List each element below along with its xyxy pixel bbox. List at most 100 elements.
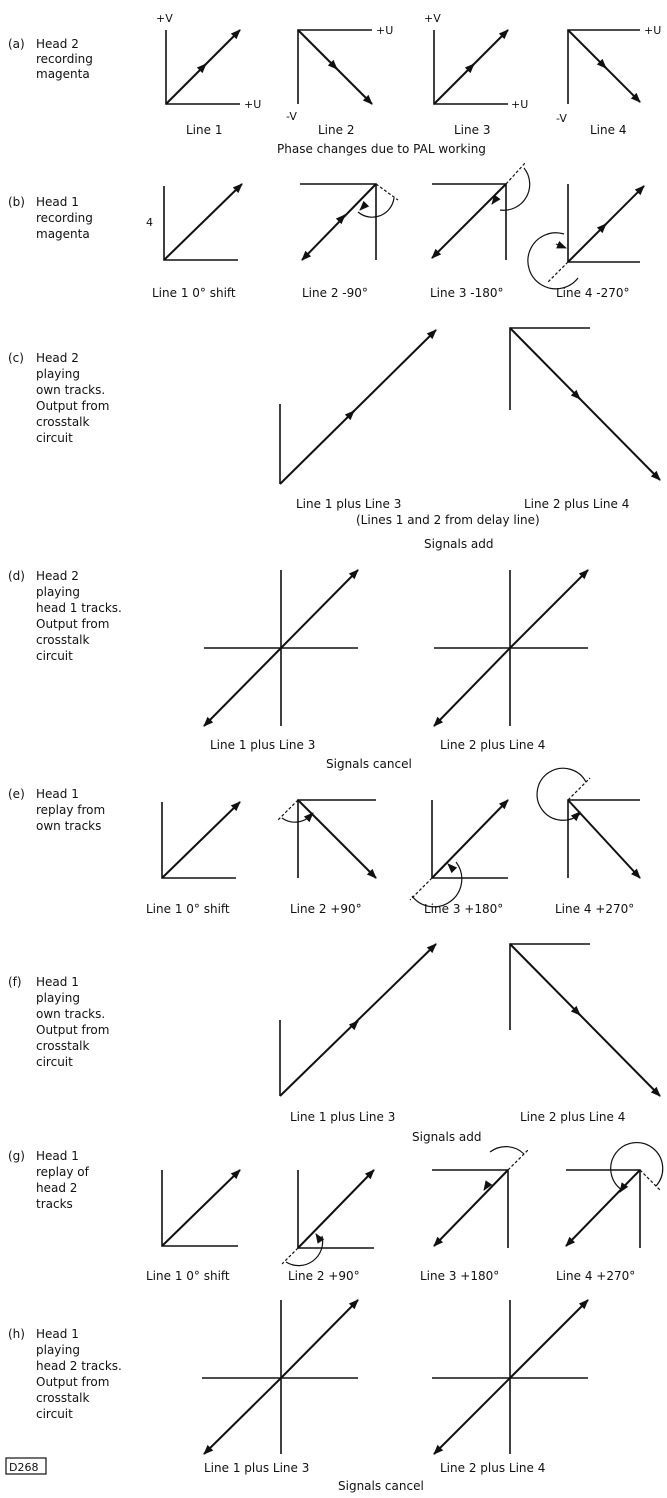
phasor-line-4 (536, 767, 641, 879)
caption: Line 1 plus Line 3 (210, 738, 315, 752)
caption: Line 3 -180° (430, 286, 504, 300)
row-description-line: Head 1 (36, 787, 79, 801)
caption: Line 1 0° shift (146, 902, 230, 916)
row-f: (f) Head 1 playing own tracks. Output fr… (8, 943, 661, 1144)
row-letter: (f) (8, 975, 22, 989)
row-description-line: replay from (36, 803, 105, 817)
row-description-line: recording (36, 211, 93, 225)
row-b: (b) Head 1 recording magenta 4 (8, 161, 645, 300)
phasor-cancel-left (203, 569, 359, 727)
phasor-line-3 (409, 799, 509, 908)
row-description-line: crosstalk (36, 1039, 90, 1053)
row-c: (c) Head 2 playing own tracks. Output fr… (8, 327, 661, 551)
caption: Line 4 -270° (556, 286, 630, 300)
row-description-line: circuit (36, 1055, 73, 1069)
phasor-line-4: +U -V (556, 24, 661, 125)
row-h: (h) Head 1 playing head 2 tracks. Output… (8, 1299, 589, 1493)
row-description-line: magenta (36, 67, 90, 81)
row-letter: (c) (8, 351, 24, 365)
row-description-line: Output from (36, 617, 109, 631)
row-description-line: circuit (36, 1407, 73, 1421)
phasor-sum-left (279, 329, 437, 485)
caption: Line 3 (454, 123, 490, 137)
row-note: (Lines 1 and 2 from delay line) (356, 513, 540, 527)
row-description-line: head 1 tracks. (36, 601, 122, 615)
row-letter: (d) (8, 569, 25, 583)
row-description-line: Head 2 (36, 37, 79, 51)
row-description-line: Head 1 (36, 195, 79, 209)
caption: Line 1 0° shift (146, 1269, 230, 1283)
phasor-line-3 (432, 1146, 529, 1248)
caption: Line 3 +180° (420, 1269, 499, 1283)
axis-label-plus-u: +U (511, 98, 528, 111)
caption: Line 1 plus Line 3 (296, 497, 401, 511)
phasor-line-1 (163, 183, 243, 261)
caption: Line 4 +270° (555, 902, 634, 916)
row-e: (e) Head 1 replay from own tracks (8, 767, 641, 916)
row-result: Signals add (424, 537, 494, 551)
row-description-line: own tracks. (36, 383, 105, 397)
phasor-line-1 (161, 1169, 241, 1247)
row-a: (a) Head 2 recording magenta +V +U +U -V… (8, 12, 661, 156)
caption: Line 2 (318, 123, 354, 137)
caption: Line 2 -90° (302, 286, 368, 300)
row-description-line: Head 1 (36, 1327, 79, 1341)
row-letter: (b) (8, 195, 25, 209)
caption: Line 4 +270° (556, 1269, 635, 1283)
row-description-line: head 2 tracks. (36, 1359, 122, 1373)
phasor-line-2 (300, 183, 399, 261)
row-description-line: head 2 (36, 1181, 77, 1195)
row-description-line: playing (36, 367, 80, 381)
row-description-line: playing (36, 1343, 80, 1357)
axis-label-minus-v: -V (556, 112, 567, 125)
row-letter: (g) (8, 1149, 25, 1163)
caption: Line 1 (186, 123, 222, 137)
phasor-line-2 (281, 1169, 375, 1267)
phasor-line-2 (277, 799, 377, 879)
row-description-line: circuit (36, 649, 73, 663)
caption: Line 2 plus Line 4 (520, 1110, 625, 1124)
axis-label-plus-v: +V (424, 12, 441, 25)
caption: Line 3 +180° (424, 902, 503, 916)
caption: Line 1 plus Line 3 (204, 1461, 309, 1475)
row-description-line: playing (36, 991, 80, 1005)
row-description-line: crosstalk (36, 633, 90, 647)
phasor-line-1: +V +U (156, 12, 261, 111)
phasor-line-4 (565, 1141, 664, 1248)
phasor-line-2: +U -V (286, 24, 393, 123)
phasor-cancel-right (432, 1299, 589, 1455)
phasor-cancel-right (433, 569, 589, 727)
row-description-line: crosstalk (36, 415, 90, 429)
row-description-line: own tracks. (36, 1007, 105, 1021)
row-description-line: recording (36, 52, 93, 66)
row-description-line: own tracks (36, 819, 101, 833)
row-description-line: Head 1 (36, 975, 79, 989)
row-description-line: Head 2 (36, 351, 79, 365)
caption: Line 1 0° shift (152, 286, 236, 300)
caption: Line 1 plus Line 3 (290, 1110, 395, 1124)
row-g: (g) Head 1 replay of head 2 tracks (8, 1141, 664, 1283)
caption: Line 4 (590, 123, 626, 137)
row-description-line: Output from (36, 1375, 109, 1389)
caption: Line 2 plus Line 4 (440, 738, 545, 752)
axis-label-minus-v: -V (286, 110, 297, 123)
row-description-line: playing (36, 585, 80, 599)
stray-mark: 4 (146, 216, 153, 229)
phasor-sum-right (509, 327, 661, 481)
row-letter: (a) (8, 37, 25, 51)
caption: Line 2 +90° (288, 1269, 360, 1283)
axis-label-plus-u: +U (644, 24, 661, 37)
row-letter: (h) (8, 1327, 25, 1341)
row-d: (d) Head 2 playing head 1 tracks. Output… (8, 569, 589, 771)
phasor-line-1 (161, 801, 241, 879)
row-description-line: circuit (36, 431, 73, 445)
row-description-line: magenta (36, 227, 90, 241)
caption: Line 2 +90° (290, 902, 362, 916)
figure-reference: D268 (5, 1457, 47, 1475)
row-result: Signals cancel (338, 1479, 424, 1493)
phasor-sum-right (509, 943, 661, 1097)
phasor-cancel-left (202, 1299, 359, 1455)
phasor-line-3: +V +U (424, 12, 528, 111)
